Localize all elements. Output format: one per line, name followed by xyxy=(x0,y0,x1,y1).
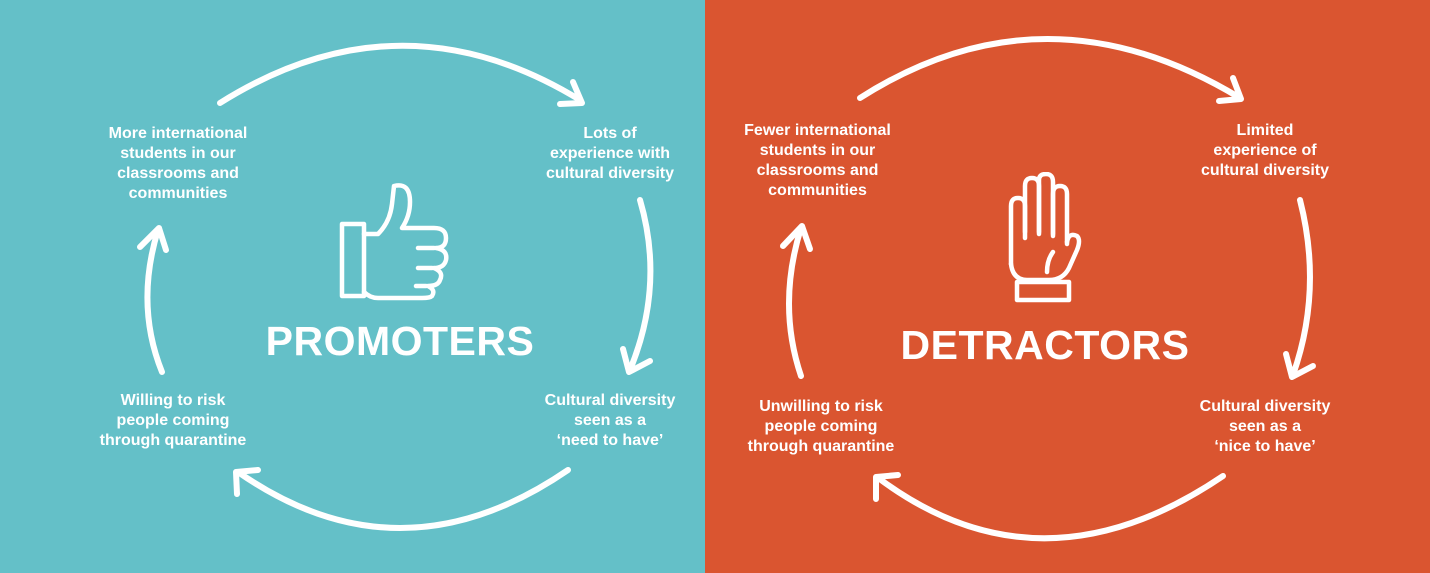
promoters-step-2: Lots of experience with cultural diversi… xyxy=(545,125,675,182)
cycle-arrow-left xyxy=(786,225,804,379)
cycle-arrow-left xyxy=(144,227,165,375)
cycle-arrowhead-bottom xyxy=(873,472,901,502)
detractors-step-3: Cultural diversity seen as a ‘nice to ha… xyxy=(1199,398,1331,455)
cycle-arrowhead-top xyxy=(1216,75,1244,104)
promoters-panel: PROMOTERS More international students in… xyxy=(0,0,705,573)
detractors-step-1: Fewer international students in our clas… xyxy=(744,122,891,199)
cycle-arrow-right xyxy=(627,197,654,373)
cycle-arrow-right xyxy=(1290,197,1313,378)
cycle-arrowhead-left xyxy=(137,225,169,253)
cycle-arrow-top xyxy=(857,36,1243,101)
detractors-step-4: Unwilling to risk people coming through … xyxy=(747,398,895,455)
promoters-step-3: Cultural diversity seen as a ‘need to ha… xyxy=(544,392,676,449)
cycle-arrow-right-head xyxy=(1283,351,1316,380)
detractors-step-2: Limited experience of cultural diversity xyxy=(1200,122,1330,179)
cycle-arrowhead-top xyxy=(557,79,585,107)
raised-hand-icon xyxy=(1008,172,1082,303)
cycle-arrowhead-left xyxy=(780,223,813,252)
cycle-arrow-top xyxy=(217,42,583,106)
promoters-title: PROMOTERS xyxy=(265,318,535,364)
promoters-step-1: More international students in our class… xyxy=(108,125,248,202)
cycle-arrowhead-bottom xyxy=(233,467,261,497)
promoters-cycle-arrows xyxy=(137,42,654,531)
detractors-panel: DETRACTORS Fewer international students … xyxy=(705,0,1430,573)
detractors-cycle-arrows xyxy=(780,36,1316,542)
cycle-arrow-bottom xyxy=(235,467,571,531)
promoters-step-4: Willing to risk people coming through qu… xyxy=(99,392,247,449)
detractors-title: DETRACTORS xyxy=(900,322,1190,368)
thumbs-up-icon xyxy=(339,183,449,301)
cycle-arrow-bottom xyxy=(874,473,1226,542)
cycle-arrowhead-right xyxy=(620,346,653,375)
